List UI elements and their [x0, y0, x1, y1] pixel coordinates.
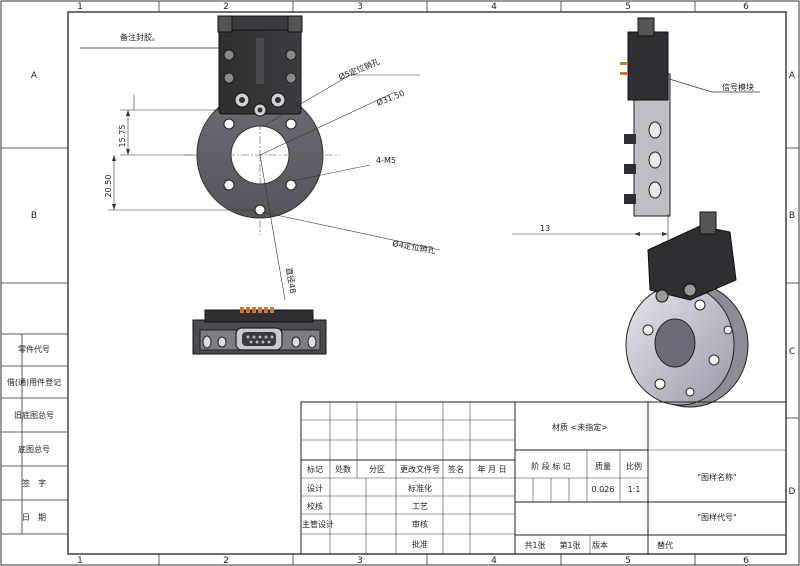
sheet-no: 第1张 [559, 540, 580, 550]
front-hole-br [285, 179, 297, 191]
row-label-b: B [31, 211, 37, 221]
drawing-code: "图样代号" [697, 512, 736, 522]
front-hole-bl [223, 179, 235, 191]
isometric-view [625, 211, 749, 408]
register-signature: 签 字 [22, 478, 46, 488]
col-label-3: 3 [357, 2, 363, 12]
rev-header-date: 年 月 日 [477, 464, 506, 474]
col-label-2: 2 [223, 2, 229, 12]
col-label-2-bottom: 2 [223, 556, 229, 566]
scale-label: 比例 [626, 461, 642, 471]
mass-label: 质量 [595, 461, 611, 471]
sign-check: 校核 [307, 501, 323, 511]
sign-standard: 标准化 [408, 483, 432, 493]
dim-20-50: 20.50 [104, 175, 113, 198]
col-label-6-bottom: 6 [743, 556, 749, 566]
sign-process: 工艺 [412, 502, 428, 511]
rev-header-zone: 分区 [369, 465, 385, 474]
sign-design: 设计 [307, 483, 323, 493]
row-label-a-right: A [789, 71, 796, 81]
register-borrowed: 借(通)用件登记 [7, 377, 61, 387]
mass-value: 0.026 [592, 485, 615, 494]
col-label-1: 1 [77, 2, 83, 12]
stage-label: 阶 段 标 记 [531, 461, 571, 471]
register-base-no: 底图总号 [18, 444, 50, 454]
front-hole-tl [223, 118, 235, 130]
note-signal-module: 信号模块 [722, 82, 754, 92]
col-label-1-bottom: 1 [77, 556, 83, 566]
front-dowel-bottom [254, 204, 266, 216]
col-label-4: 4 [491, 2, 497, 12]
row-label-a: A [31, 71, 38, 81]
top-note: 备注封胶。 [120, 32, 160, 42]
version-label: 版本 [592, 540, 608, 550]
sign-lead: 主管设计 [302, 519, 334, 529]
col-label-5-bottom: 5 [625, 556, 631, 566]
scale-value: 1:1 [628, 485, 641, 494]
title-block: 标记 处数 分区 更改文件号 签名 年 月 日 设计 标准化 校核 工艺 主管设… [300, 401, 787, 555]
dim-15-75: 15.75 [118, 125, 127, 148]
col-label-4-bottom: 4 [491, 556, 497, 566]
connector-top [228, 15, 292, 31]
left-register-table: 零件代号 借(通)用件登记 旧底图总号 底图总号 签 字 日 期 [0, 333, 69, 535]
rev-header-sign: 签名 [448, 464, 464, 474]
note-dowel-4: Ø4定位销孔 [392, 238, 436, 255]
sign-approve: 批准 [412, 539, 428, 549]
row-label-c-right: C [789, 347, 795, 357]
replace-label: 替代 [657, 540, 673, 550]
row-label-b-right: B [789, 211, 795, 221]
row-label-d-right: D [789, 487, 796, 497]
zone-column-labels: 1 2 3 4 5 6 1 2 3 4 5 6 A B A B C D [31, 2, 796, 566]
dim-13: 13 [540, 224, 550, 233]
side-view: 信号模块 13 [512, 17, 760, 240]
bottom-view [192, 307, 327, 355]
rev-header-doc: 更改文件号 [400, 464, 440, 474]
rev-header-count: 处数 [335, 464, 351, 474]
register-date: 日 期 [22, 513, 46, 522]
sign-review: 审核 [412, 519, 428, 529]
register-part-code: 零件代号 [18, 344, 50, 354]
front-hole-tr [285, 118, 297, 130]
col-label-6: 6 [743, 2, 749, 12]
rev-header-mark: 标记 [307, 464, 323, 474]
register-old-base: 旧底图总号 [14, 410, 54, 420]
note-bolt-circle: Ø31.50 [375, 88, 406, 108]
front-view: 15.75 20.50 Ø5定位销孔 Ø31.50 4-M5 Ø4定位销孔 直径… [104, 15, 441, 301]
material: 材质 <未指定> [552, 422, 608, 432]
col-label-3-bottom: 3 [357, 556, 363, 566]
sheet-total: 共1张 [524, 541, 545, 550]
col-label-5: 5 [625, 2, 631, 12]
note-dowel-5: Ø5定位销孔 [337, 56, 381, 82]
note-tapped-holes: 4-M5 [376, 156, 396, 165]
drawing-name: "图样名称" [697, 472, 736, 482]
note-center-dia: 直径48 [284, 267, 298, 295]
